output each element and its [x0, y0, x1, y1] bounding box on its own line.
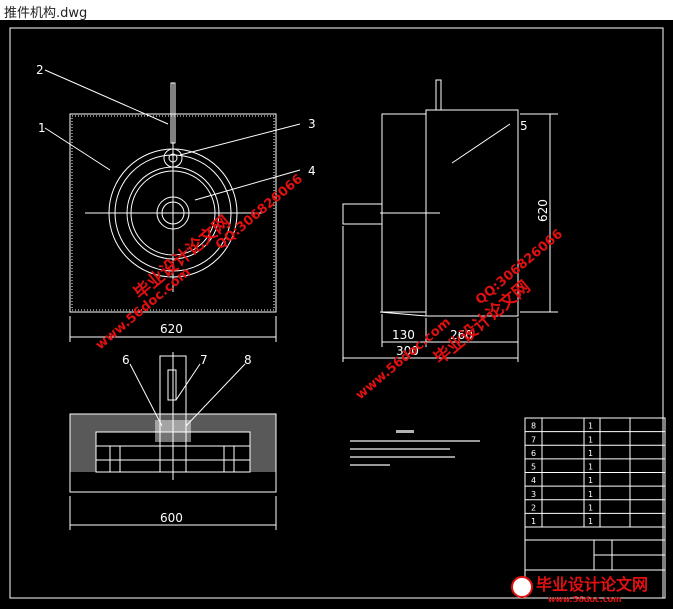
title-block-row-qty: 1 — [588, 463, 593, 472]
title-block-row-qty: 1 — [588, 503, 593, 512]
side-height-dim: 620 — [536, 199, 550, 222]
title-block-row-no: 3 — [531, 490, 536, 499]
title-block-row-no: 6 — [531, 449, 536, 458]
cad-drawing: 620 2 1 3 4 620 130 260 300 5 — [9, 27, 666, 604]
label-5: 5 — [520, 119, 528, 133]
title-block-row-no: 5 — [531, 463, 536, 472]
side-total-dim: 300 — [396, 344, 419, 358]
label-8: 8 — [244, 353, 252, 367]
label-2: 2 — [36, 63, 44, 77]
watermark-2: QQ:306826066 — [213, 172, 306, 253]
label-4: 4 — [308, 164, 316, 178]
window-title: 推件机构.dwg — [4, 6, 88, 21]
technical-notes — [350, 430, 480, 466]
title-block: 8 1 7 1 6 1 5 1 4 1 3 1 2 1 1 1 — [524, 417, 666, 599]
title-block-row-qty: 1 — [588, 435, 593, 444]
side-left-dim: 130 — [392, 328, 415, 342]
window-titlebar: 推件机构.dwg — [0, 0, 673, 21]
svg-text:www.56doc.com: www.56doc.com — [548, 595, 621, 604]
title-block-row-qty: 1 — [588, 517, 593, 526]
section-view: 6 7 8 600 — [69, 352, 277, 530]
label-6: 6 — [122, 353, 130, 367]
title-block-row-qty: 1 — [588, 422, 593, 431]
label-7: 7 — [200, 353, 208, 367]
title-block-row-no: 7 — [531, 435, 536, 444]
front-view: 620 2 1 3 4 — [36, 63, 316, 342]
side-view: 620 130 260 300 5 — [342, 79, 558, 362]
title-block-row-qty: 1 — [588, 476, 593, 485]
drawing-canvas[interactable]: 620 2 1 3 4 620 130 260 300 5 — [0, 20, 673, 605]
svg-text:QQ:306826066: QQ:306826066 — [213, 172, 306, 253]
front-width-dim: 620 — [160, 322, 183, 336]
title-block-row-no: 1 — [531, 517, 536, 526]
title-block-row-no: 8 — [531, 422, 536, 431]
label-3: 3 — [308, 117, 316, 131]
title-block-row-no: 4 — [531, 476, 536, 485]
svg-text:毕业设计论文网: 毕业设计论文网 — [536, 575, 648, 594]
bottom-width-dim: 600 — [160, 511, 183, 525]
title-block-row-qty: 1 — [588, 490, 593, 499]
title-block-row-no: 2 — [531, 503, 536, 512]
side-right-dim: 260 — [450, 328, 473, 342]
title-block-row-qty: 1 — [588, 449, 593, 458]
drawing-frame — [9, 27, 664, 599]
label-1: 1 — [38, 121, 46, 135]
site-logo: 毕业设计论文网 www.56doc.com — [511, 575, 648, 604]
